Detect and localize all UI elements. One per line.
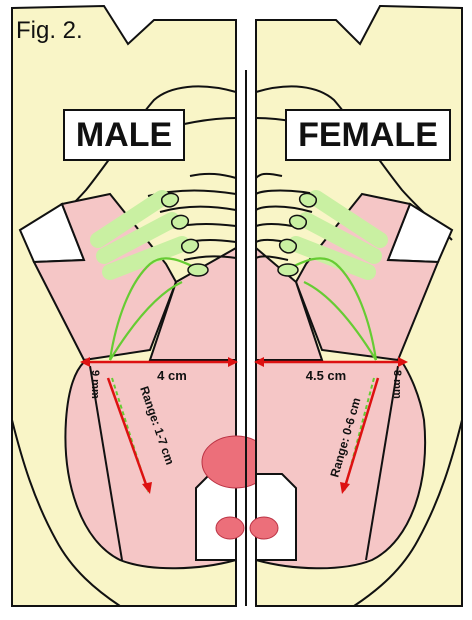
female-width-label: 4.5 cm	[306, 368, 346, 383]
male-organ-lower	[216, 517, 244, 539]
male-nerve-loop-2	[172, 215, 189, 229]
female-title: FEMALE	[298, 116, 438, 154]
female-panel	[250, 6, 462, 606]
female-nerve-loop-1	[300, 193, 317, 207]
male-nerve-node	[188, 264, 208, 276]
male-nerve-loop-1	[162, 193, 179, 207]
female-nerve-node	[278, 264, 298, 276]
female-organ-lower	[250, 517, 278, 539]
male-nerve-loop-3	[182, 239, 199, 253]
female-nerve-loop-2	[290, 215, 307, 229]
female-side-label: 8 mm	[391, 370, 403, 399]
female-nerve-loop-3	[280, 239, 297, 253]
male-width-label: 4 cm	[157, 368, 187, 383]
male-title: MALE	[76, 116, 172, 154]
male-panel	[12, 6, 270, 606]
figure-label: Fig. 2.	[16, 17, 83, 44]
male-side-label: 9 mm	[89, 370, 101, 399]
